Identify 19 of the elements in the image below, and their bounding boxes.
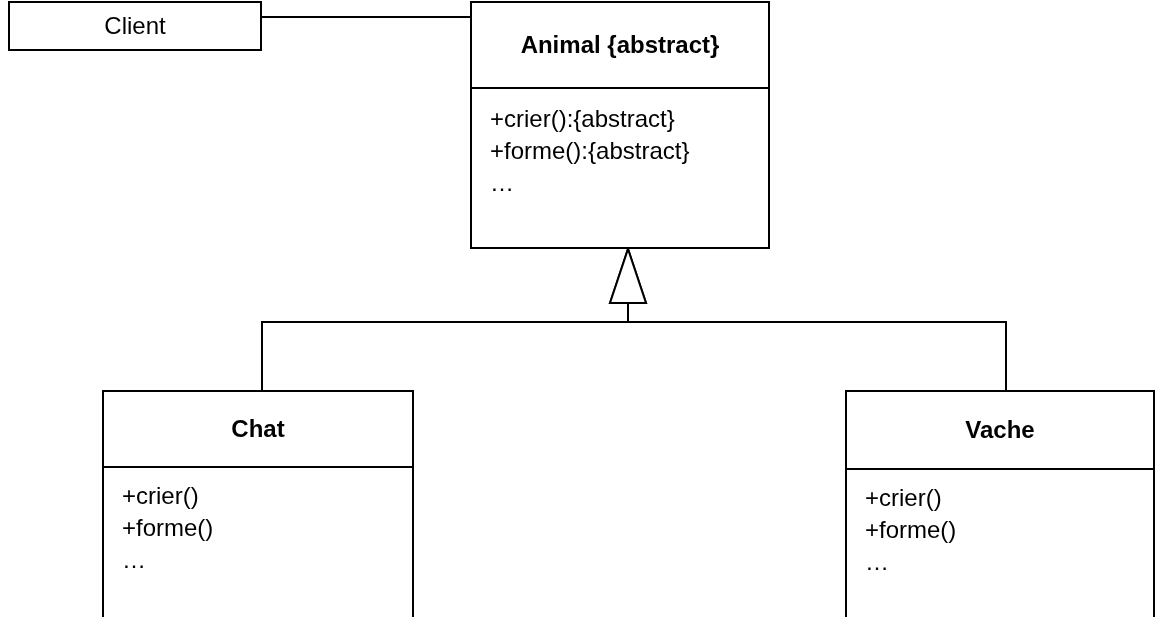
class-member: +crier()	[865, 483, 942, 513]
class-member: +crier()	[122, 481, 199, 511]
class-member: +forme()	[122, 513, 214, 543]
class-member: …	[865, 547, 889, 577]
inheritance-arrow	[609, 248, 1007, 391]
class-box	[8, 1, 262, 51]
association-line	[261, 16, 471, 18]
class-member: +forme():{abstract}	[490, 136, 690, 166]
uml-class-box	[470, 1, 770, 249]
class-member: +forme()	[865, 515, 957, 545]
class-member: …	[490, 168, 514, 198]
uml-class-box	[845, 390, 1155, 617]
class-name: Client	[104, 12, 166, 40]
uml-class-box	[102, 390, 414, 617]
class-member: +crier():{abstract}	[490, 104, 675, 134]
class-member: …	[122, 545, 146, 575]
class-name: Animal {abstract}	[520, 31, 720, 59]
class-name: Vache	[965, 416, 1035, 444]
class-name: Chat	[231, 415, 285, 443]
